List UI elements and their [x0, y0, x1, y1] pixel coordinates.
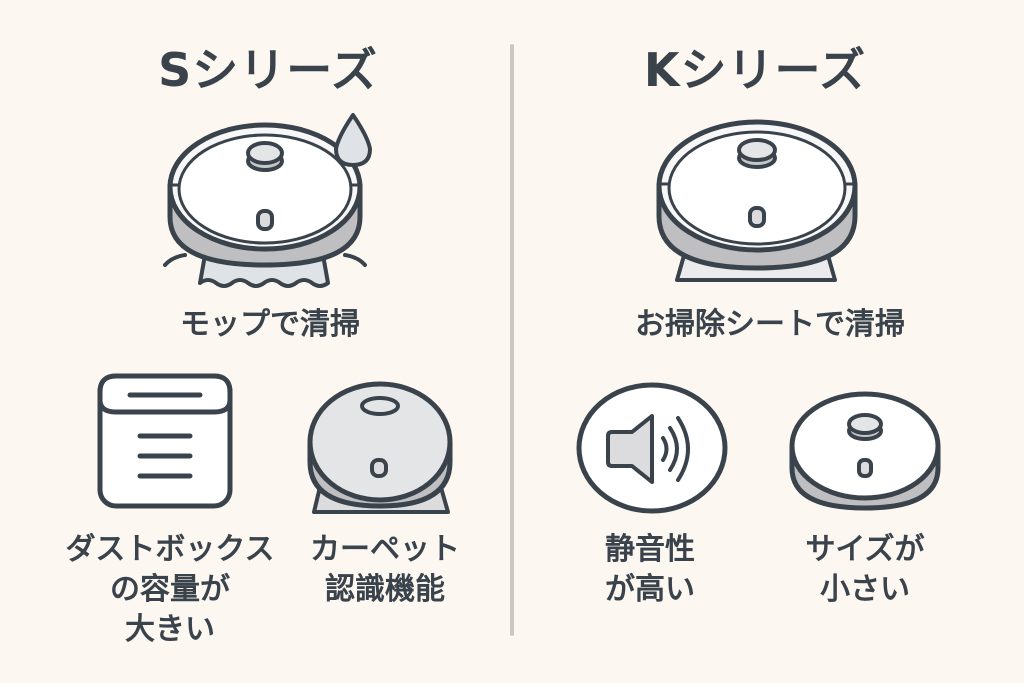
- feature-label-carpet: カーペット 認識機能: [310, 532, 460, 607]
- robot-vacuum-with-cleaning-sheet-icon: [645, 112, 870, 287]
- compact-robot-icon: [786, 388, 944, 514]
- dust-box-icon: [96, 372, 234, 510]
- s-series-caption: モップで清掃: [180, 307, 360, 342]
- k-series-caption: お掃除シートで清掃: [635, 307, 905, 342]
- carpet-robot-icon: [302, 378, 458, 518]
- feature-label-compact: サイズが 小さい: [805, 532, 925, 607]
- feature-label-quiet: 静音性 が高い: [605, 532, 695, 607]
- robot-vacuum-with-mop-and-water-drop-icon: [150, 105, 390, 295]
- feature-label-dust-box: ダストボックス の容量が 大きい: [65, 532, 275, 647]
- column-divider: [510, 44, 514, 636]
- k-series-title: Kシリーズ: [643, 43, 867, 97]
- s-series-title: Sシリーズ: [158, 43, 378, 97]
- speaker-volume-icon: [574, 380, 730, 516]
